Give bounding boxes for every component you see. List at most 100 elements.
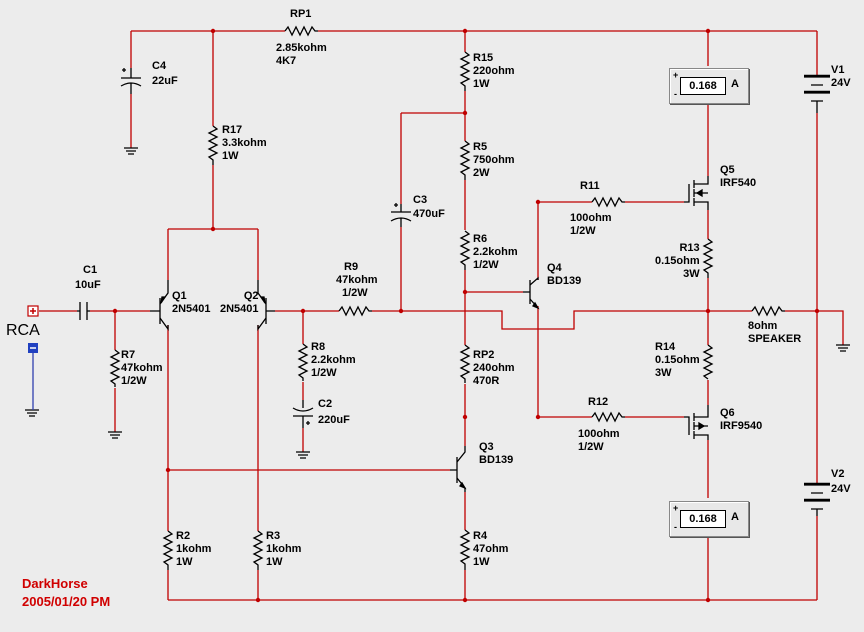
value: 0.15ohm: [655, 255, 700, 267]
extra: 470R: [473, 375, 500, 387]
value: 2.2kohm: [311, 354, 356, 366]
meter-unit: A: [731, 511, 739, 523]
ref: R4: [473, 530, 488, 542]
ref: R7: [121, 349, 136, 361]
power: 1W: [222, 150, 239, 162]
battery-V1: [804, 74, 830, 113]
ref: R17: [222, 124, 243, 136]
ref: R15: [473, 52, 494, 64]
value: 100ohm: [578, 428, 620, 440]
meter-unit: A: [731, 78, 739, 90]
ref: R8: [311, 341, 326, 353]
value: 47ohm: [473, 543, 509, 555]
resistor-R2: [162, 530, 174, 570]
ref: C3: [413, 194, 428, 206]
transistor-Q1: [150, 280, 169, 331]
power: 3W: [683, 268, 700, 280]
power: 1/2W: [473, 259, 499, 271]
battery-V2: [804, 482, 830, 516]
ref: RP2: [473, 349, 495, 361]
name: SPEAKER: [748, 333, 802, 345]
power: 1/2W: [570, 225, 596, 237]
label-RP1: RP1: [290, 8, 311, 21]
signature-author: DarkHorse: [22, 576, 88, 591]
capacitor-C4: [120, 68, 142, 94]
ref: C4: [152, 60, 167, 72]
transistor-Q2: [257, 280, 275, 331]
value: 2.85kohm: [276, 42, 327, 54]
power: 1/2W: [578, 441, 604, 453]
ground-speaker: [836, 344, 850, 352]
resistor-R6: [459, 230, 471, 270]
part: BD139: [547, 275, 582, 287]
resistor-R3: [252, 530, 264, 570]
ammeter-top[interactable]: + - 0.168 A: [669, 68, 749, 104]
value: 47kohm: [121, 362, 163, 374]
part: BD139: [479, 454, 514, 466]
ref: V1: [831, 64, 845, 76]
grounds: [25, 147, 850, 459]
power: 1/2W: [342, 287, 368, 299]
resistor-speaker: [751, 305, 785, 317]
part: 2N5401: [172, 303, 211, 315]
power: 1/2W: [121, 375, 147, 387]
value: 750ohm: [473, 154, 515, 166]
ground-input: [25, 409, 39, 417]
ref: R2: [176, 530, 191, 542]
ref: R6: [473, 233, 488, 245]
ref: Q4: [547, 262, 562, 274]
meter-minus: -: [674, 89, 677, 99]
value: 1kohm: [176, 543, 212, 555]
rca-label: RCA: [6, 322, 40, 339]
label-R11: R11: [580, 180, 600, 193]
ground-R7: [108, 431, 122, 439]
capacitor-C1: [77, 302, 90, 320]
value: 24V: [831, 483, 851, 495]
ref: Q6: [720, 407, 735, 419]
power: 1/2W: [311, 367, 337, 379]
ref: V2: [831, 468, 845, 480]
ref: R9: [344, 261, 359, 273]
part: 2N5401: [220, 303, 259, 315]
ref: R5: [473, 141, 488, 153]
ref: R12: [588, 396, 609, 408]
value: 47kohm: [336, 274, 378, 286]
value: 24V: [831, 77, 851, 89]
resistor-RP1: [284, 25, 318, 37]
part: IRF540: [720, 177, 757, 189]
resistor-R15: [459, 51, 471, 91]
ref: C1: [83, 264, 98, 276]
ref: R11: [580, 180, 600, 192]
junctions: [112, 28, 820, 603]
meter-reading: 0.168: [680, 510, 726, 528]
value: 2.2kohm: [473, 246, 518, 258]
resistor-R7: [109, 349, 121, 387]
power: 1W: [473, 78, 490, 90]
resistor-R17: [207, 125, 219, 165]
resistor-RP2: [459, 344, 471, 383]
ammeter-bottom[interactable]: + - 0.168 A: [669, 501, 749, 537]
ref: RP1: [290, 8, 312, 20]
ref: Q5: [720, 164, 735, 176]
value: 3.3kohm: [222, 137, 267, 149]
ref: Q3: [479, 441, 494, 453]
